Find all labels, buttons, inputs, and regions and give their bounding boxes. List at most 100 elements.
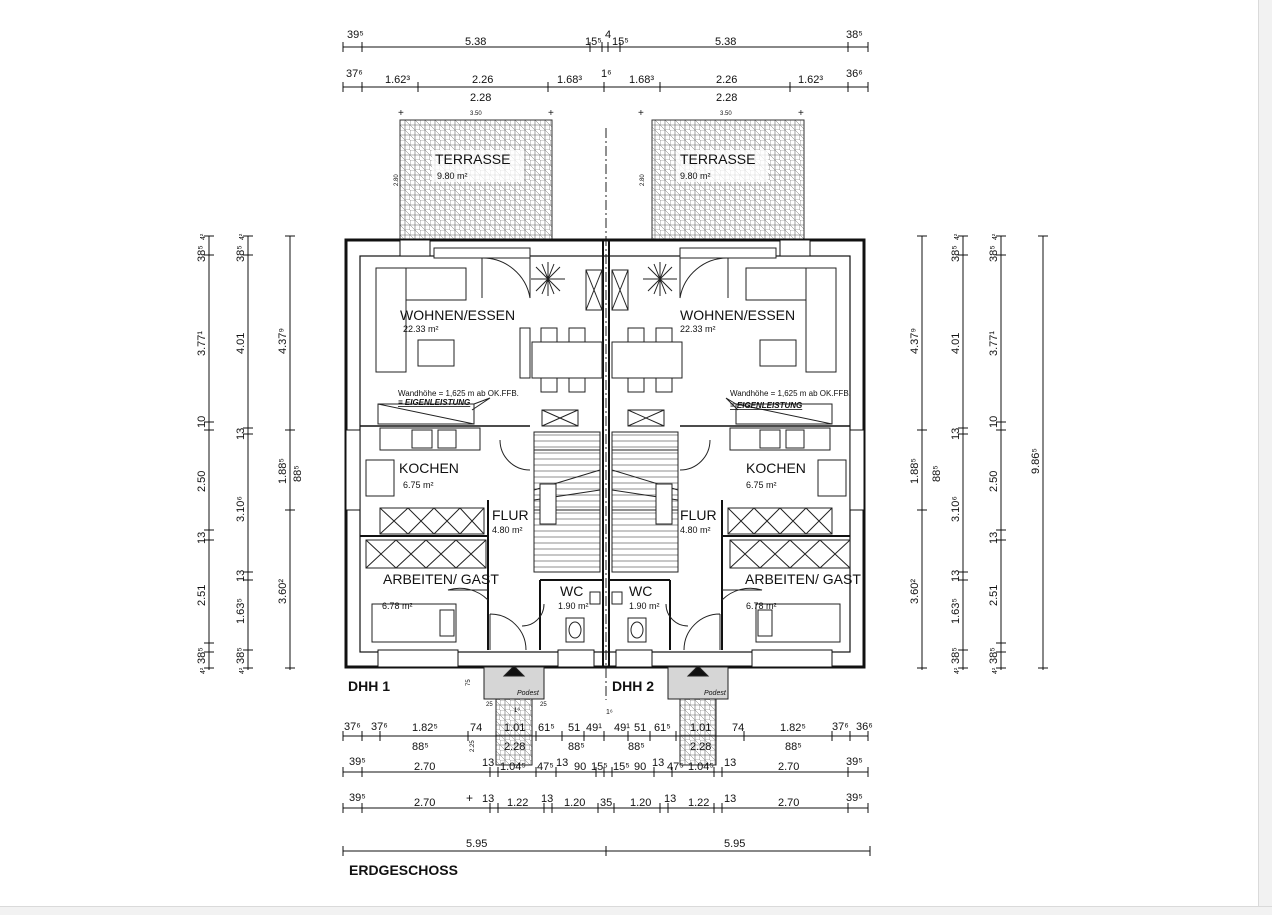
dim-right-inner-1: 4.37⁹ bbox=[909, 328, 921, 354]
dim-left-mid-3: 4.01 bbox=[235, 333, 247, 354]
room-labels-left: WOHNEN/ESSEN 22.33 m² KOCHEN 6.75 m² FLU… bbox=[382, 307, 589, 611]
dim-right-mid-4: 13 bbox=[950, 428, 962, 440]
unit-title-dhh2: DHH 2 bbox=[612, 678, 654, 694]
dim-bot2-8: 15⁵ bbox=[613, 761, 630, 773]
dim-left-mid-5: 3.10⁶ bbox=[235, 496, 247, 522]
note-wandhoehe-right: Wandhöhe = 1,625 m ab OK.FFB. bbox=[730, 389, 851, 398]
dim-top1-a: 39⁵ bbox=[347, 29, 364, 41]
dim-bot3-1: 2.70 bbox=[414, 797, 435, 809]
dim-left-outer-2: 4² bbox=[200, 233, 207, 240]
dim-bot1-4: 1.01 bbox=[504, 722, 525, 734]
room-area-arbeiten-left: 6.78 m² bbox=[382, 601, 413, 611]
arbeiten-left bbox=[371, 587, 601, 651]
room-area-terrasse-right: 9.80 m² bbox=[680, 171, 711, 181]
dim-left-outer-1: 38⁵ bbox=[196, 245, 208, 262]
dim-bot1-sub-2: 88⁵ bbox=[568, 741, 585, 753]
room-area-wohnen-right: 22.33 m² bbox=[680, 324, 716, 334]
dim-top2-c: 2.26 bbox=[472, 74, 493, 86]
stairs-right bbox=[611, 431, 711, 573]
building-walls bbox=[344, 238, 866, 669]
terrace-depth-left: 2.80 bbox=[394, 174, 400, 186]
terrace-width-left: 3.50 bbox=[470, 111, 482, 117]
dim-top1-c: 15⁵ bbox=[585, 36, 602, 48]
note-eigenleistung-left: = EIGENLEISTUNG bbox=[398, 398, 470, 407]
dim-left-inner-2: 1.88⁵ bbox=[277, 458, 289, 484]
podest-label-left: Podest bbox=[517, 690, 540, 697]
dim-bot2-14: 2.70 bbox=[778, 761, 799, 773]
dim-podest-225: 2.25 bbox=[470, 740, 476, 752]
dim-bot1-11: 61⁵ bbox=[654, 722, 671, 734]
svg-text:+: + bbox=[466, 791, 473, 805]
dim-bot3-4: 13 bbox=[541, 793, 553, 805]
room-name-kochen-right: KOCHEN bbox=[746, 460, 806, 476]
dim-right-outer-5: 2.50 bbox=[988, 471, 1000, 492]
kitchen-right bbox=[627, 409, 851, 569]
dim-left-outer-5: 2.50 bbox=[196, 471, 208, 492]
dim-left-mid-4: 13 bbox=[235, 428, 247, 440]
note-eigenleistung-right: = EIGENLEISTUNG bbox=[730, 401, 802, 410]
dim-bot3-5: 1.20 bbox=[564, 797, 585, 809]
podest-dims: 75 25 1⁶ 25 2.25 bbox=[466, 679, 547, 752]
bottom-dimensions bbox=[342, 731, 871, 856]
room-name-terrasse-right: TERRASSE bbox=[680, 151, 755, 167]
dim-bot3-7: 1.20 bbox=[630, 797, 651, 809]
dim-left-extra: 88⁵ bbox=[292, 465, 304, 482]
dim-top2-b: 1.62³ bbox=[385, 74, 410, 86]
dim-top2-i: 36⁶ bbox=[846, 68, 863, 80]
dim-right-outer-3: 3.77¹ bbox=[988, 331, 1000, 356]
room-labels-right: WOHNEN/ESSEN 22.33 m² KOCHEN 6.75 m² FLU… bbox=[629, 307, 861, 611]
dim-left-mid-2: 4² bbox=[239, 233, 246, 240]
dim-bot2-11: 47⁵ bbox=[667, 761, 684, 773]
room-name-wohnen-right: WOHNEN/ESSEN bbox=[680, 307, 795, 323]
dim-bot3-12: 39⁵ bbox=[846, 792, 863, 804]
dim-bot3-10: 13 bbox=[724, 793, 736, 805]
room-name-wohnen-left: WOHNEN/ESSEN bbox=[400, 307, 515, 323]
top-dimensions bbox=[342, 42, 869, 92]
dim-left-mid-1: 38⁵ bbox=[235, 245, 247, 262]
dim-left-outer-3: 3.77¹ bbox=[196, 331, 208, 356]
dim-bot1-sub-1: 2.28 bbox=[504, 741, 525, 753]
left-dimensions bbox=[204, 235, 295, 670]
dim-top2-a: 37⁶ bbox=[346, 68, 363, 80]
terrace-doors bbox=[433, 247, 777, 299]
room-area-flur-right: 4.80 m² bbox=[680, 525, 711, 535]
dim-bot1-10: 51 bbox=[634, 722, 646, 734]
room-area-wohnen-left: 22.33 m² bbox=[403, 324, 439, 334]
dim-right-mid-1: 38⁵ bbox=[950, 245, 962, 262]
dim-right-mid-2: 4² bbox=[954, 233, 961, 240]
dim-top2-e: 1⁶ bbox=[601, 68, 612, 80]
dim-right-outer-6: 13 bbox=[988, 532, 1000, 544]
dim-bot1-9: 49¹ bbox=[614, 722, 630, 734]
dim-right-mid-6: 13 bbox=[950, 570, 962, 582]
dim-right-outer-1: 38⁵ bbox=[988, 245, 1000, 262]
room-area-terrasse-left: 9.80 m² bbox=[437, 171, 468, 181]
dim-top1-g: 38⁵ bbox=[846, 29, 863, 41]
dim-bot1-6: 51 bbox=[568, 722, 580, 734]
dim-bot1-1: 37⁶ bbox=[371, 721, 388, 733]
dim-left-outer-4: 10 bbox=[196, 416, 208, 428]
dim-bot2-13: 13 bbox=[724, 757, 736, 769]
dim-bot1-sub-5: 88⁵ bbox=[785, 741, 802, 753]
dim-bot3-3: 1.22 bbox=[507, 797, 528, 809]
room-name-arbeiten-left: ARBEITEN/ GAST bbox=[383, 571, 499, 587]
dim-bot1-15: 37⁶ bbox=[832, 721, 849, 733]
room-name-kochen-left: KOCHEN bbox=[399, 460, 459, 476]
dim-bot2-15: 39⁵ bbox=[846, 756, 863, 768]
dim-bot1-12: 1.01 bbox=[690, 722, 711, 734]
dim-left-mid-6: 13 bbox=[235, 570, 247, 582]
dim-left-outer-6: 13 bbox=[196, 532, 208, 544]
dim-right-outer-8: 4² bbox=[992, 667, 999, 674]
dim-bot-total-right: 5.95 bbox=[724, 838, 745, 850]
dim-right-outer-4: 10 bbox=[988, 416, 1000, 428]
dim-left-mid-8: 4² bbox=[239, 667, 246, 674]
bottom-dim-total: 5.95 5.95 bbox=[466, 838, 745, 850]
dim-bot1-5: 61⁵ bbox=[538, 722, 555, 734]
dim-right-extra: 88⁵ bbox=[931, 465, 943, 482]
svg-text:+: + bbox=[638, 108, 644, 119]
dim-bot2-9: 90 bbox=[634, 761, 646, 773]
dim-left-inner-3: 3.60² bbox=[277, 579, 289, 604]
dim-bot1-3: 74 bbox=[470, 722, 482, 734]
room-name-wc-right: WC bbox=[629, 583, 652, 599]
furniture-left bbox=[375, 267, 603, 393]
dim-top2-h: 1.62³ bbox=[798, 74, 823, 86]
